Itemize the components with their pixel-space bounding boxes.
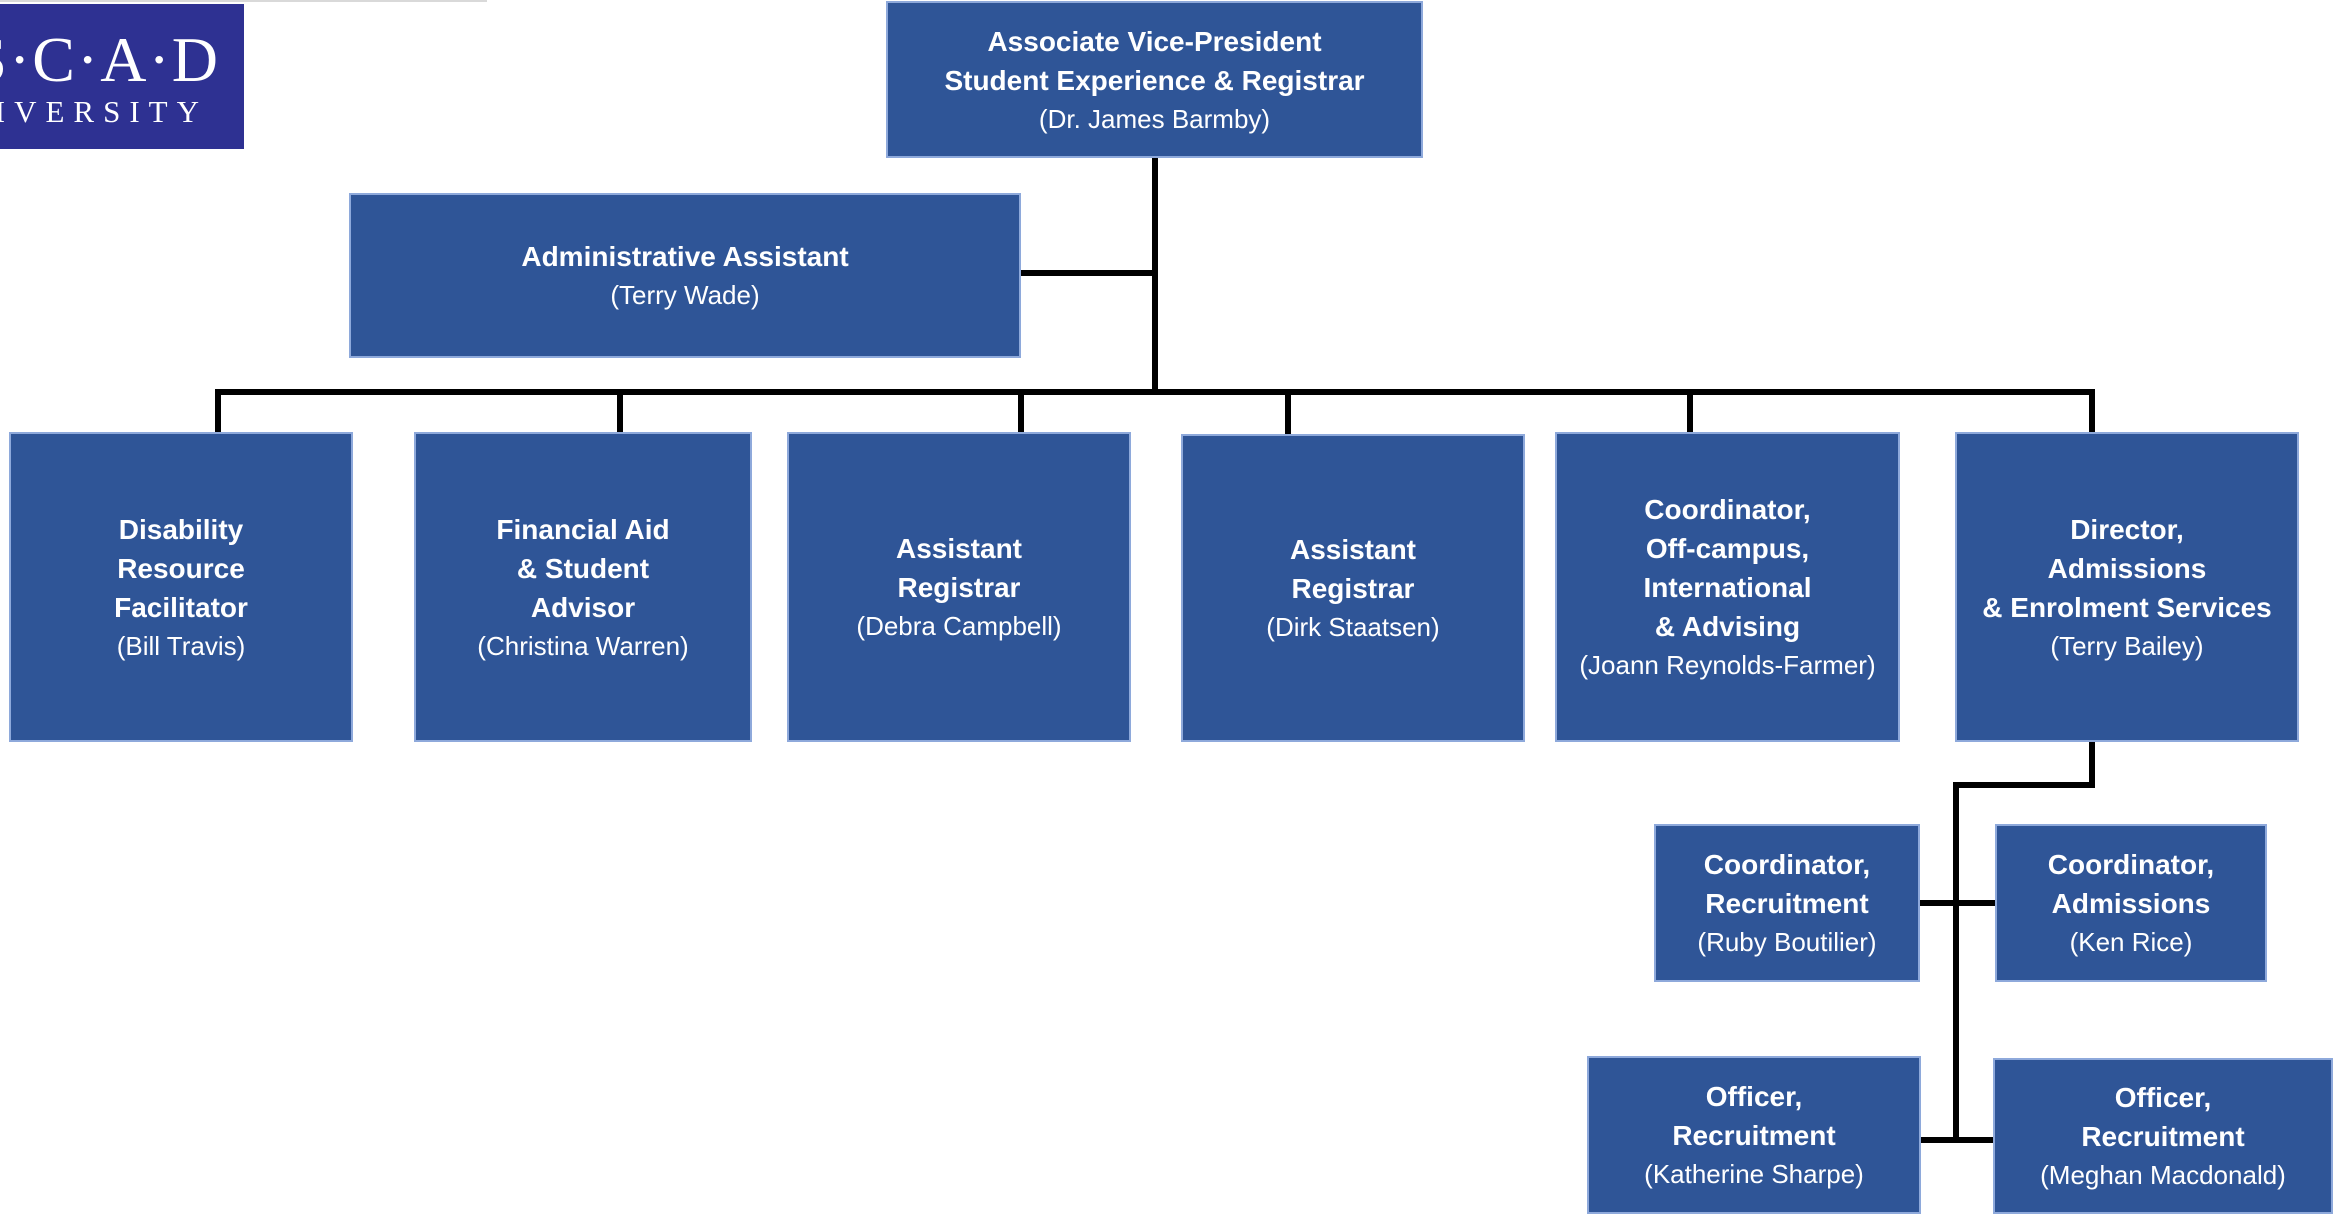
asst-registrar-2-box: Assistant Registrar (Dirk Staatsen) bbox=[1181, 434, 1525, 742]
box-person: (Ken Rice) bbox=[2069, 927, 2193, 957]
nscad-university-logo: N·S·C·A·D UNIVERSITY bbox=[0, 4, 244, 149]
box-title: Associate Vice-President Student Experie… bbox=[944, 25, 1365, 96]
box-person: (Katherine Sharpe) bbox=[1644, 1159, 1864, 1189]
box-person: (Meghan Macdonald) bbox=[2040, 1160, 2286, 1190]
admin-assistant-box: Administrative Assistant (Terry Wade) bbox=[349, 193, 1021, 358]
box-title: Administrative Assistant bbox=[521, 241, 849, 272]
box-title: Coordinator, Off-campus, International &… bbox=[1643, 494, 1812, 642]
coordinator-offcampus-box: Coordinator, Off-campus, International &… bbox=[1555, 432, 1900, 742]
box-person: (Joann Reynolds-Farmer) bbox=[1579, 650, 1876, 680]
box-person: (Terry Bailey) bbox=[2050, 630, 2204, 661]
financial-aid-box: Financial Aid & Student Advisor (Christi… bbox=[414, 432, 752, 742]
box-person: (Dr. James Barmby) bbox=[1038, 103, 1271, 134]
director-admissions-box: Director, Admissions & Enrolment Service… bbox=[1955, 432, 2299, 742]
officer-recruitment-2-box: Officer, Recruitment (Meghan Macdonald) bbox=[1993, 1058, 2333, 1214]
logo-wordmark: N·S·C·A·D bbox=[0, 24, 220, 95]
avp-box: Associate Vice-President Student Experie… bbox=[886, 1, 1423, 158]
disability-box: Disability Resource Facilitator (Bill Tr… bbox=[9, 432, 353, 742]
box-title: Officer, Recruitment bbox=[2081, 1082, 2245, 1152]
box-title: Officer, Recruitment bbox=[1672, 1081, 1836, 1151]
top-divider-line bbox=[0, 0, 487, 2]
box-title: Assistant Registrar bbox=[895, 533, 1023, 603]
asst-registrar-1-box: Assistant Registrar (Debra Campbell) bbox=[787, 432, 1131, 742]
logo-subtitle: UNIVERSITY bbox=[0, 94, 208, 129]
box-title: Financial Aid & Student Advisor bbox=[496, 513, 670, 623]
box-title: Coordinator, Admissions bbox=[2047, 849, 2215, 919]
officer-recruitment-1-box: Officer, Recruitment (Katherine Sharpe) bbox=[1587, 1056, 1921, 1214]
coord-admissions-box: Coordinator, Admissions (Ken Rice) bbox=[1995, 824, 2267, 982]
box-person: (Dirk Staatsen) bbox=[1266, 612, 1440, 642]
box-person: (Christina Warren) bbox=[477, 630, 689, 661]
box-person: (Bill Travis) bbox=[116, 630, 246, 661]
box-title: Director, Admissions & Enrolment Service… bbox=[1982, 513, 2272, 623]
box-person: (Terry Wade) bbox=[610, 280, 760, 310]
box-title: Coordinator, Recruitment bbox=[1703, 849, 1871, 919]
box-title: Disability Resource Facilitator bbox=[114, 513, 248, 623]
box-title: Assistant Registrar bbox=[1289, 534, 1417, 604]
coord-recruitment-box: Coordinator, Recruitment (Ruby Boutilier… bbox=[1654, 824, 1920, 982]
box-person: (Debra Campbell) bbox=[856, 611, 1062, 641]
box-person: (Ruby Boutilier) bbox=[1697, 927, 1877, 957]
